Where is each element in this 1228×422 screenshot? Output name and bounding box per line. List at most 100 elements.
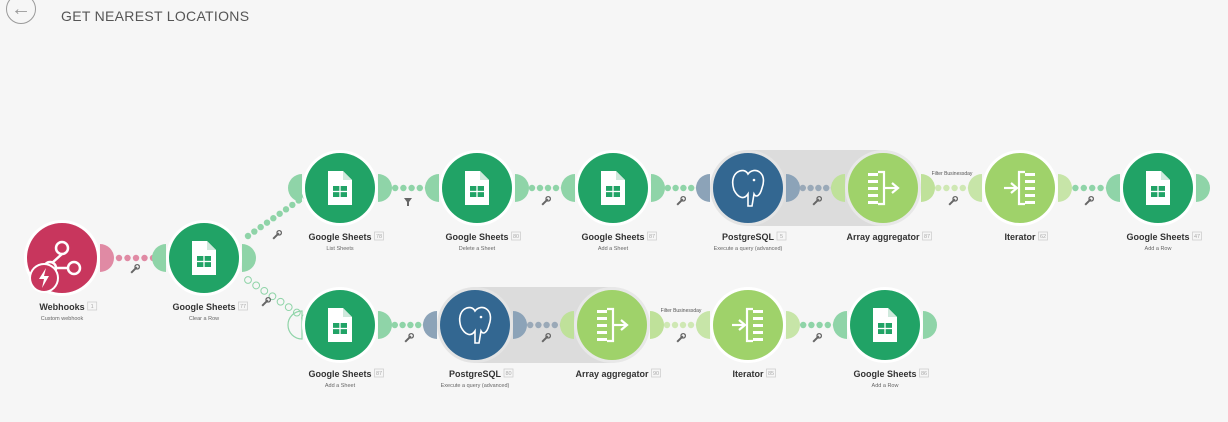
connector-handle[interactable] <box>242 244 256 272</box>
iterator-icon <box>1004 170 1035 206</box>
module-description: Delete a Sheet <box>459 246 496 252</box>
module-it1[interactable] <box>982 150 1058 226</box>
svg-text:86: 86 <box>921 371 927 377</box>
wrench-icon[interactable] <box>676 332 687 344</box>
module-gs-add-row1[interactable] <box>1120 150 1196 226</box>
page-title: GET NEAREST LOCATIONS <box>61 8 250 24</box>
instant-trigger-icon <box>29 263 59 293</box>
module-pg1[interactable] <box>710 150 786 226</box>
module-name: Google Sheets <box>853 369 916 379</box>
module-id-badge: 1 <box>87 301 98 311</box>
connector-handle[interactable] <box>423 311 437 339</box>
connector-handle[interactable] <box>1196 174 1210 202</box>
filter-label[interactable]: Filter Businessday <box>932 171 973 177</box>
google-sheets-icon <box>1146 171 1170 205</box>
wrench-icon[interactable] <box>541 332 552 344</box>
module-name: Google Sheets <box>308 232 371 242</box>
connector-handle[interactable] <box>513 311 527 339</box>
wrench-icon[interactable] <box>676 195 687 207</box>
svg-text:87: 87 <box>924 234 930 240</box>
module-name: Iterator <box>732 369 764 379</box>
wrench-icon[interactable] <box>541 195 552 207</box>
module-id-badge: 47 <box>1192 231 1202 241</box>
module-name: Google Sheets <box>1126 232 1189 242</box>
connector-handle[interactable] <box>288 174 302 202</box>
module-id-badge: 90 <box>651 368 661 378</box>
svg-text:90: 90 <box>653 371 659 377</box>
module-description: Execute a query (advanced) <box>714 246 783 252</box>
connector-handle[interactable] <box>831 174 845 202</box>
module-description: List Sheets <box>326 246 353 252</box>
module-name: Webhooks <box>39 302 84 312</box>
connector-handle[interactable] <box>560 311 574 339</box>
module-description: Add a Row <box>1145 246 1172 252</box>
wrench-icon[interactable] <box>1084 195 1095 207</box>
module-wh[interactable] <box>24 220 100 296</box>
connector-handle[interactable] <box>152 244 166 272</box>
postgresql-elephant-icon <box>731 169 765 207</box>
connector-handle[interactable] <box>650 311 664 339</box>
connector-handle[interactable] <box>921 174 935 202</box>
connector-handle[interactable] <box>561 174 575 202</box>
connector-handle[interactable] <box>696 311 710 339</box>
module-agg1[interactable] <box>845 150 921 226</box>
google-sheets-icon <box>328 171 352 205</box>
module-id-badge: 87 <box>922 231 932 241</box>
wrench-icon[interactable] <box>812 332 823 344</box>
module-gs-add-sheet2[interactable] <box>302 287 378 363</box>
module-name: PostgreSQL <box>449 369 502 379</box>
filter-icon[interactable] <box>404 198 412 206</box>
svg-text:62: 62 <box>1040 234 1046 240</box>
module-name: Array aggregator <box>575 369 649 379</box>
module-id-badge: 85 <box>766 368 776 378</box>
connector-handle[interactable] <box>786 174 800 202</box>
module-pg2[interactable] <box>437 287 513 363</box>
connector-handle[interactable] <box>968 174 982 202</box>
connector-handle[interactable] <box>786 311 800 339</box>
wrench-icon[interactable] <box>130 263 141 275</box>
module-gs-clear[interactable] <box>166 220 242 296</box>
module-id-badge: 86 <box>919 368 929 378</box>
wrench-icon[interactable] <box>261 296 272 308</box>
module-gs-add-row2[interactable] <box>847 287 923 363</box>
array-aggregator-icon <box>597 307 629 343</box>
google-sheets-icon <box>873 308 897 342</box>
connector-handle[interactable] <box>696 174 710 202</box>
filter-label[interactable]: Filter Businessday <box>661 308 702 314</box>
connector-line[interactable] <box>244 276 309 322</box>
google-sheets-icon <box>601 171 625 205</box>
module-gs-add-sheet1[interactable] <box>575 150 651 226</box>
module-name: Iterator <box>1004 232 1036 242</box>
wrench-icon[interactable] <box>812 195 823 207</box>
back-arrow-icon[interactable]: ← <box>6 0 36 24</box>
svg-text:85: 85 <box>768 371 774 377</box>
connector-handle[interactable] <box>515 174 529 202</box>
connector-handle[interactable] <box>1058 174 1072 202</box>
wrench-icon[interactable] <box>948 195 959 207</box>
module-agg2[interactable] <box>574 287 650 363</box>
iterator-icon <box>732 307 763 343</box>
connector-handle[interactable] <box>833 311 847 339</box>
connector-handle[interactable] <box>651 174 665 202</box>
module-gs-delete[interactable] <box>439 150 515 226</box>
svg-text:87: 87 <box>649 234 655 240</box>
module-name: Google Sheets <box>308 369 371 379</box>
connector-handle[interactable] <box>1106 174 1120 202</box>
svg-text:77: 77 <box>240 304 246 310</box>
connector-handle[interactable] <box>100 244 114 272</box>
connector-handle[interactable] <box>425 174 439 202</box>
google-sheets-icon <box>328 308 352 342</box>
svg-text:78: 78 <box>376 234 382 240</box>
module-id-badge: 77 <box>238 301 248 311</box>
array-aggregator-icon <box>868 170 900 206</box>
wrench-icon[interactable] <box>272 229 283 241</box>
module-it2[interactable] <box>710 287 786 363</box>
module-gs-list[interactable] <box>302 150 378 226</box>
wrench-icon[interactable] <box>404 332 415 344</box>
connector-line[interactable] <box>244 192 309 240</box>
connector-handle[interactable] <box>287 310 303 340</box>
connector-handle[interactable] <box>378 311 392 339</box>
module-description: Clear a Row <box>189 316 219 322</box>
connector-handle[interactable] <box>378 174 392 202</box>
connector-handle[interactable] <box>923 311 937 339</box>
